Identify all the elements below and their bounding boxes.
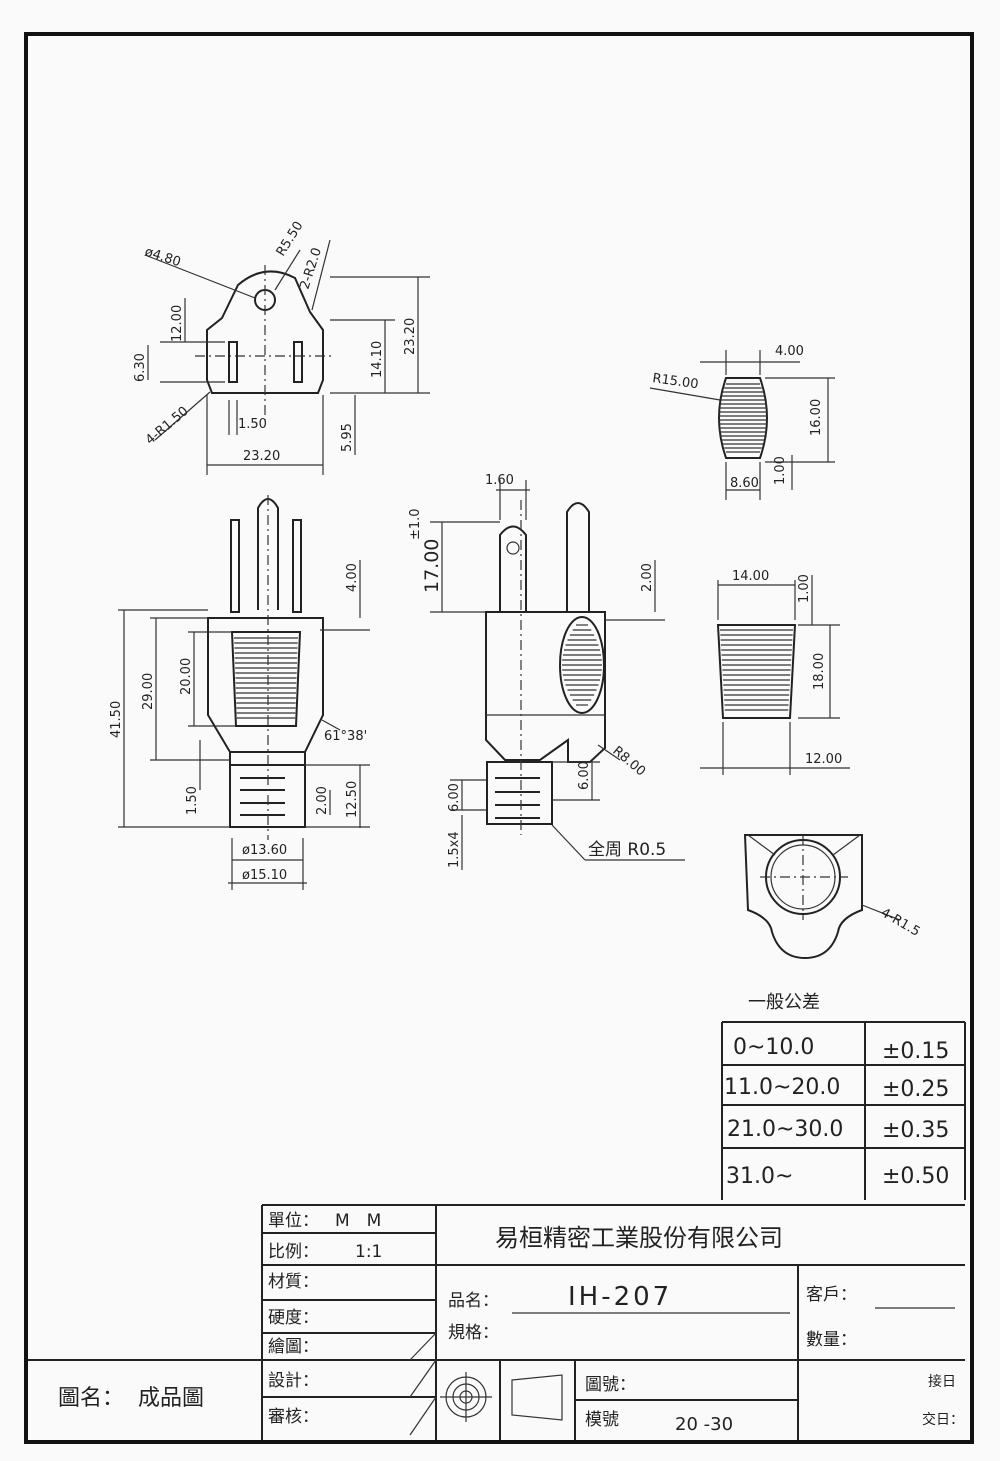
scale-label: 比例： bbox=[268, 1242, 319, 1262]
drawing-name-value: 成品圖 bbox=[138, 1386, 204, 1411]
dim-label: 14.10 bbox=[370, 341, 385, 378]
tolerance-value: ±0.50 bbox=[882, 1164, 949, 1189]
dim-label: ±1.0 bbox=[408, 508, 423, 540]
dim-label: 4-R1.5 bbox=[878, 905, 922, 939]
dim-label: 1.50 bbox=[185, 786, 200, 815]
dim-label: 1.00 bbox=[773, 456, 788, 485]
dim-label: 16.00 bbox=[809, 399, 824, 436]
dim-label: 1.60 bbox=[485, 473, 514, 488]
front-view: 4.00 20.00 29.00 41.50 61°38' 1.50 2.00 … bbox=[109, 495, 370, 890]
unit-label: 單位： bbox=[268, 1211, 319, 1231]
tolerance-range: 21.0~30.0 bbox=[727, 1117, 843, 1142]
designed-by-label: 設計： bbox=[268, 1371, 319, 1391]
dim-label: 41.50 bbox=[109, 701, 124, 738]
dim-label: 6.30 bbox=[133, 353, 148, 382]
dim-label: 4.00 bbox=[775, 344, 804, 359]
dim-label: 4.00 bbox=[345, 563, 360, 592]
dim-label: 17.00 bbox=[421, 539, 443, 593]
side-view: 1.60 ±1.0 17.00 2.00 R8.00 6.00 6.00 1.5… bbox=[408, 473, 685, 870]
dim-label: 2-R2.0 bbox=[298, 246, 325, 291]
reviewed-by-label: 審核： bbox=[268, 1407, 319, 1427]
plug-symbol-icon bbox=[440, 1372, 563, 1422]
dim-label: ø4.80 bbox=[143, 245, 183, 271]
mold-number-value: 20 -30 bbox=[675, 1414, 733, 1435]
dim-label: ø15.10 bbox=[242, 868, 287, 883]
sheet-border bbox=[24, 32, 974, 1444]
end-view: 4-R1.5 bbox=[743, 834, 922, 960]
tolerance-value: ±0.15 bbox=[882, 1039, 949, 1064]
drawn-by-label: 繪圖： bbox=[268, 1337, 319, 1357]
dim-label: 18.00 bbox=[812, 653, 827, 690]
dim-label: R15.00 bbox=[651, 371, 699, 392]
dim-label: 全周 R0.5 bbox=[588, 840, 666, 860]
tolerance-table: 一般公差 0~10.0 ±0.15 11.0~20.0 ±0.25 21.0~3… bbox=[721, 992, 966, 1200]
dim-label: 23.20 bbox=[403, 318, 418, 355]
dim-label: 5.95 bbox=[340, 423, 355, 452]
scale-value: 1:1 bbox=[355, 1242, 382, 1262]
dim-label: 14.00 bbox=[732, 569, 769, 584]
product-value: IH-207 bbox=[568, 1282, 672, 1312]
dim-label: 6.00 bbox=[447, 783, 462, 812]
tolerance-value: ±0.35 bbox=[882, 1118, 949, 1143]
customer-label: 客戶： bbox=[806, 1285, 857, 1305]
receive-date-label: 接日 bbox=[928, 1373, 956, 1390]
spec-label: 規格： bbox=[448, 1323, 499, 1343]
drawing-name-label: 圖名： bbox=[58, 1386, 124, 1411]
dim-label: 2.00 bbox=[315, 786, 330, 815]
unit-value: M M bbox=[335, 1211, 381, 1231]
tolerance-title: 一般公差 bbox=[748, 992, 820, 1013]
dim-label: 4-R1.50 bbox=[143, 404, 192, 448]
dim-label: 12.50 bbox=[345, 781, 360, 818]
drawing-number-label: 圖號： bbox=[585, 1375, 636, 1395]
dim-label: 12.00 bbox=[805, 752, 842, 767]
dim-label: 6.00 bbox=[577, 761, 592, 790]
dim-label: 8.60 bbox=[730, 476, 759, 491]
quantity-label: 數量： bbox=[806, 1330, 857, 1350]
tolerance-range: 31.0~ bbox=[726, 1164, 793, 1189]
dim-label: ø13.60 bbox=[242, 843, 287, 858]
dim-label: R5.50 bbox=[274, 219, 307, 259]
mold-number-label: 模號 bbox=[585, 1410, 619, 1430]
dim-label: 20.00 bbox=[179, 658, 194, 695]
tolerance-range: 11.0~20.0 bbox=[724, 1075, 840, 1100]
dim-label: 61°38' bbox=[324, 729, 367, 744]
material-label: 材質： bbox=[268, 1272, 319, 1292]
deliver-date-label: 交日： bbox=[922, 1411, 964, 1428]
dim-label: 12.00 bbox=[170, 305, 185, 342]
dim-label: 1.5x4 bbox=[447, 831, 462, 868]
sleeve-view: 14.00 1.00 18.00 12.00 bbox=[700, 569, 850, 775]
tolerance-value: ±0.25 bbox=[882, 1077, 949, 1102]
dim-label: 29.00 bbox=[141, 673, 156, 710]
grip-view: 4.00 R15.00 16.00 8.60 1.00 bbox=[649, 344, 835, 500]
product-label: 品名： bbox=[448, 1291, 499, 1311]
title-block: 單位： M M 比例： 1:1 材質： 硬度： 繪圖： 設計： 審核： 易桓精密… bbox=[28, 1204, 965, 1440]
company-name: 易桓精密工業股份有限公司 bbox=[495, 1224, 783, 1252]
dim-label: 1.00 bbox=[797, 574, 812, 603]
dim-label: 1.50 bbox=[238, 417, 267, 432]
dim-label: R8.00 bbox=[609, 744, 648, 780]
top-view: ø4.80 R5.50 2-R2.0 12.00 6.30 14.10 23.2… bbox=[133, 219, 430, 475]
tolerance-range: 0~10.0 bbox=[733, 1035, 814, 1060]
hardness-label: 硬度： bbox=[268, 1308, 319, 1328]
dim-label: 2.00 bbox=[640, 563, 655, 592]
dim-label: 23.20 bbox=[243, 449, 280, 464]
